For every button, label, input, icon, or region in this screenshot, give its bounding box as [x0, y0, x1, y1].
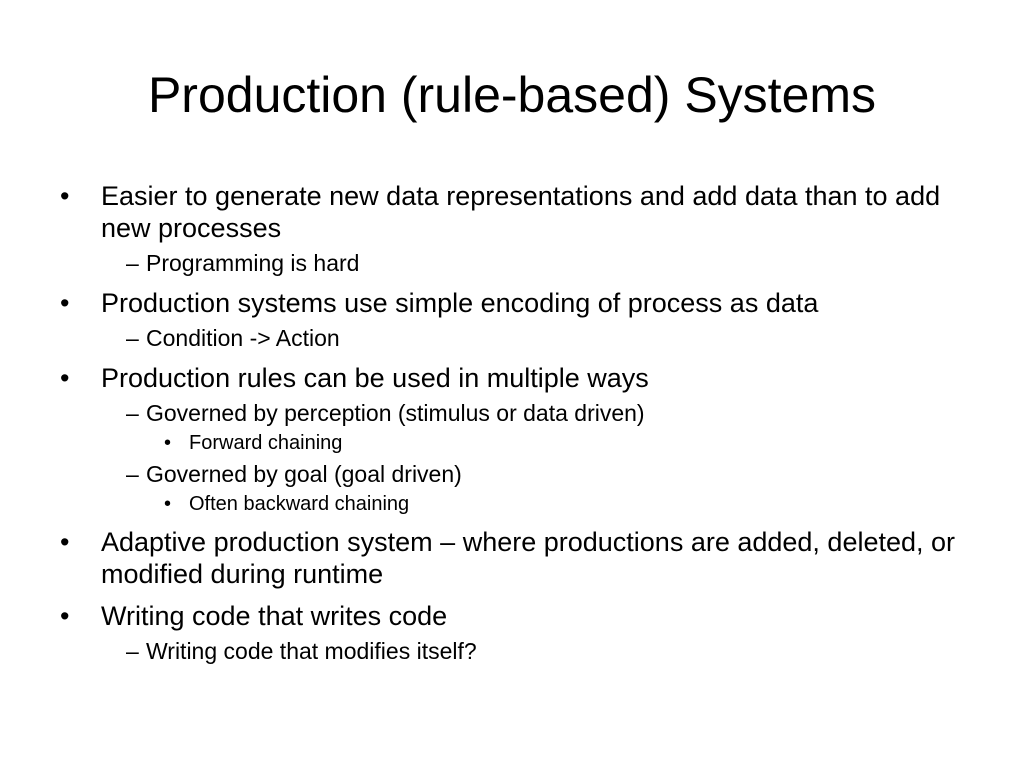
sub-bullet-text: Governed by perception (stimulus or data… — [146, 400, 645, 426]
sub-sub-bullet-text: Often backward chaining — [189, 493, 410, 515]
bullet-marker: • — [60, 181, 70, 211]
sub-sub-bullet-item: • Forward chaining — [164, 431, 960, 455]
sub-bullet-item: – Writing code that modifies itself? — [126, 637, 960, 665]
bullet-text: Easier to generate new data representati… — [101, 181, 941, 243]
bullet-marker: • — [60, 601, 70, 631]
dash-marker: – — [126, 638, 139, 664]
bullet-text: Production systems use simple encoding o… — [101, 288, 819, 318]
small-bullet-marker: • — [164, 432, 172, 454]
bullet-item: • Easier to generate new data representa… — [60, 180, 960, 244]
dash-marker: – — [126, 325, 139, 351]
sub-bullet-item: – Governed by goal (goal driven) — [126, 460, 960, 488]
dash-marker: – — [126, 400, 139, 426]
bullet-text: Production rules can be used in multiple… — [101, 363, 649, 393]
sub-bullet-item: – Governed by perception (stimulus or da… — [126, 399, 960, 427]
sub-bullet-text: Programming is hard — [146, 250, 360, 276]
small-bullet-marker: • — [164, 493, 172, 515]
sub-bullet-text: Writing code that modifies itself? — [146, 638, 477, 664]
bullet-item: • Production systems use simple encoding… — [60, 287, 960, 319]
bullet-list: • Easier to generate new data representa… — [60, 180, 960, 665]
sub-sub-bullet-item: • Often backward chaining — [164, 492, 960, 516]
bullet-marker: • — [60, 527, 70, 557]
dash-marker: – — [126, 250, 139, 276]
sub-bullet-text: Condition -> Action — [146, 325, 340, 351]
bullet-text: Adaptive production system – where produ… — [101, 527, 956, 589]
bullet-item: • Writing code that writes code — [60, 600, 960, 632]
bullet-item: • Production rules can be used in multip… — [60, 362, 960, 394]
sub-bullet-item: – Condition -> Action — [126, 324, 960, 352]
sub-bullet-item: – Programming is hard — [126, 249, 960, 277]
slide-title: Production (rule-based) Systems — [147, 67, 877, 123]
sub-sub-bullet-text: Forward chaining — [189, 432, 343, 454]
sub-bullet-text: Governed by goal (goal driven) — [146, 461, 462, 487]
dash-marker: – — [126, 461, 139, 487]
bullet-text: Writing code that writes code — [101, 601, 448, 631]
bullet-marker: • — [60, 363, 70, 393]
bullet-item: • Adaptive production system – where pro… — [60, 526, 960, 590]
bullet-marker: • — [60, 288, 70, 318]
